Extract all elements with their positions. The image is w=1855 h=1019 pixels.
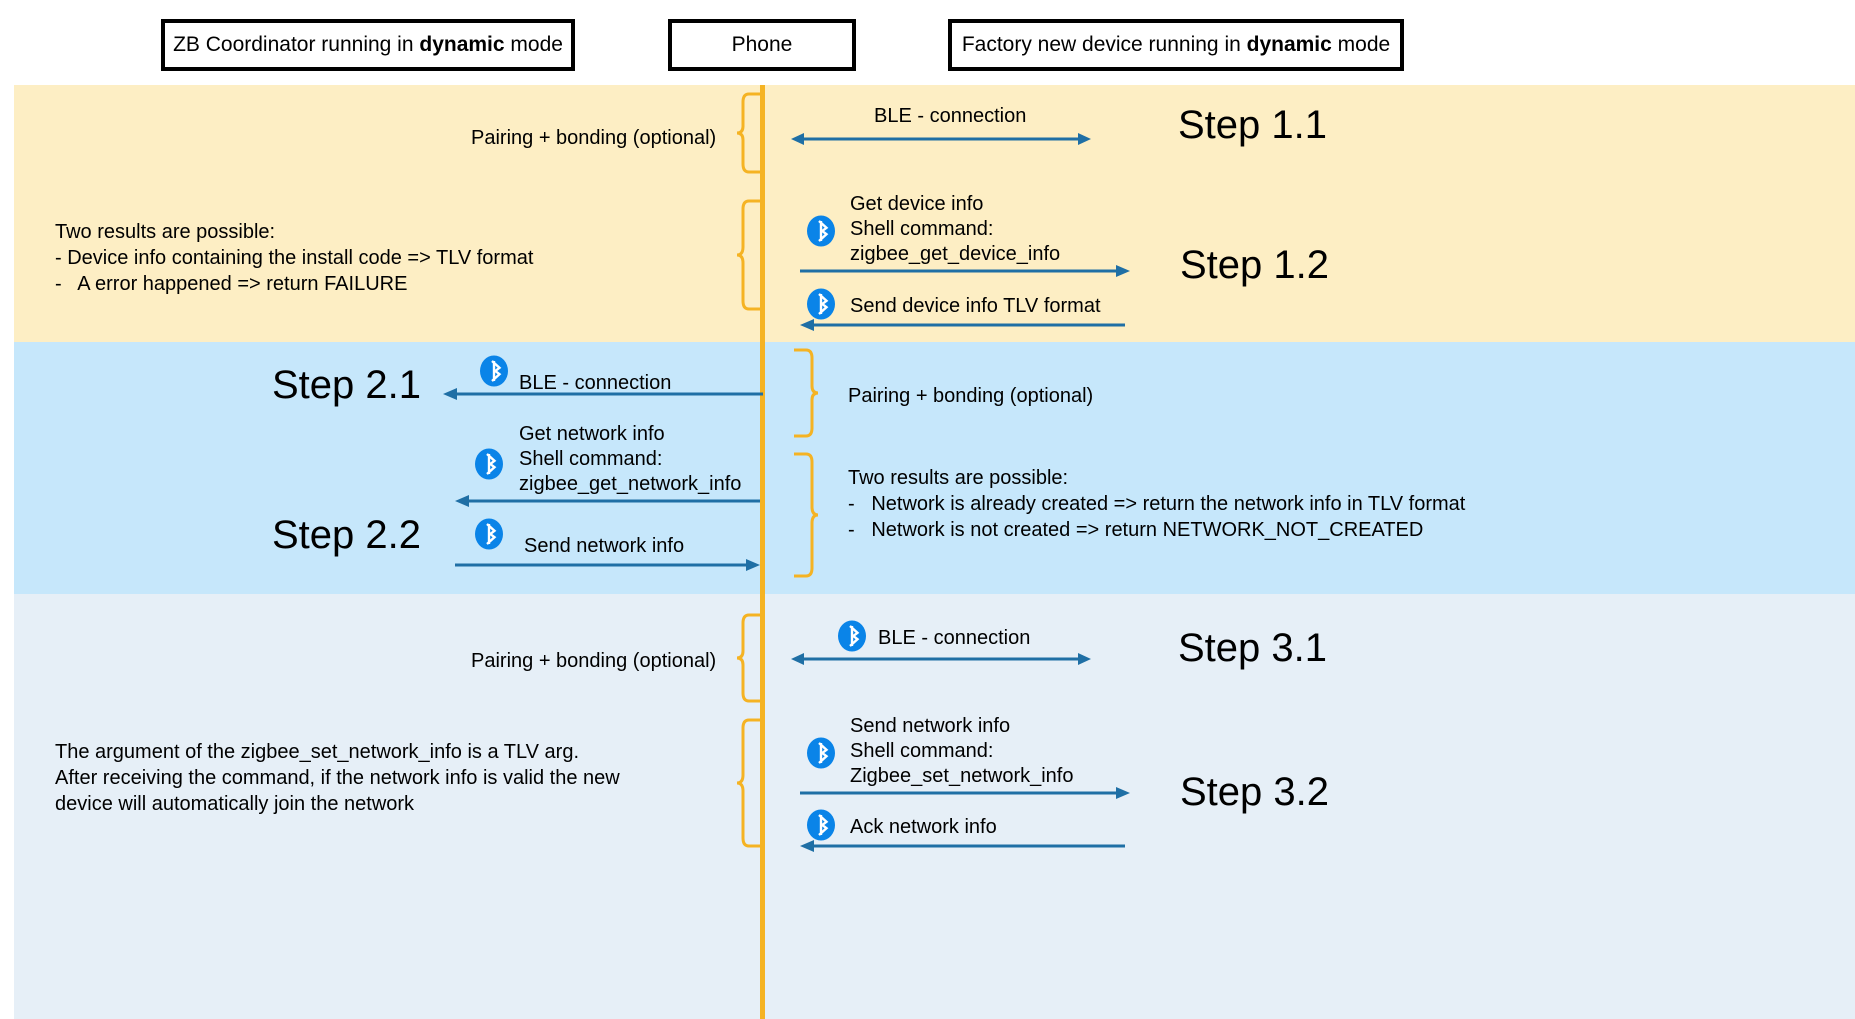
note-step-3-2-line-2: After receiving the command, if the netw…: [55, 767, 620, 789]
message-label-step-2-1: BLE - connection: [519, 372, 672, 394]
note-step-2-2-line-1: Two results are possible:: [848, 467, 1069, 489]
step-label-2-2: Step 2.2: [272, 513, 422, 557]
participant-label-coordinator: ZB Coordinator running in dynamic mode: [173, 33, 563, 57]
note-step-2-2-line-3: - Network is not created => return NETWO…: [848, 519, 1424, 541]
message-label-step-1-2-line-1: Get device info: [850, 193, 984, 215]
message-label-step-2-2-line-3: zigbee_get_network_info: [519, 473, 742, 495]
arrow-ble-connection-2-1: [443, 387, 763, 401]
message-label-step-2-2-reply: Send network info: [524, 535, 685, 557]
message-label-step-3-1: BLE - connection: [878, 627, 1031, 649]
bluetooth-icon: [478, 355, 510, 387]
step-label-2-1: Step 2.1: [272, 363, 422, 407]
message-label-step-2-2-line-1: Get network info: [519, 423, 665, 445]
arrow-send-device-info: [800, 318, 1125, 332]
brace-step-3-1: [735, 613, 763, 703]
note-step-1-2-line-3: - A error happened => return FAILURE: [55, 273, 408, 295]
note-step-1-1: Pairing + bonding (optional): [471, 127, 717, 149]
note-step-1-2-line-1: Two results are possible:: [55, 221, 276, 243]
message-label-step-3-2-reply: Ack network info: [850, 816, 997, 838]
arrow-send-network-info-3-2: [800, 786, 1130, 800]
bluetooth-icon: [805, 288, 837, 320]
message-label-step-3-2-line-1: Send network info: [850, 715, 1011, 737]
message-label-step-3-2-line-3: Zigbee_set_network_info: [850, 765, 1074, 787]
step-label-3-2: Step 3.2: [1180, 770, 1330, 814]
participant-label-phone: Phone: [731, 33, 793, 57]
arrow-ble-connection-1-1: [791, 132, 1091, 146]
step-label-1-2: Step 1.2: [1180, 243, 1330, 287]
participant-zb-coordinator: ZB Coordinator running in dynamic mode: [161, 19, 575, 71]
note-step-3-2-line-3: device will automatically join the netwo…: [55, 793, 415, 815]
bluetooth-icon: [473, 518, 505, 550]
band-step-2: [14, 342, 1855, 594]
participant-label-device: Factory new device running in dynamic mo…: [961, 33, 1391, 57]
arrow-send-network-info: [455, 558, 760, 572]
step-label-3-1: Step 3.1: [1178, 626, 1328, 670]
note-step-1-2-line-2: - Device info containing the install cod…: [55, 247, 534, 269]
participant-phone: Phone: [668, 19, 856, 71]
message-label-step-1-2-line-2: Shell command:: [850, 218, 994, 240]
band-step-3: [14, 594, 1855, 1019]
note-step-2-1: Pairing + bonding (optional): [848, 385, 1094, 407]
message-label-step-1-2-line-3: zigbee_get_device_info: [850, 243, 1061, 265]
bluetooth-icon: [805, 737, 837, 769]
message-label-step-1-1: BLE - connection: [874, 105, 1027, 127]
bluetooth-icon: [473, 448, 505, 480]
message-label-step-2-2-line-2: Shell command:: [519, 448, 663, 470]
note-step-3-2-line-1: The argument of the zigbee_set_network_i…: [55, 741, 580, 763]
brace-step-2-1: [792, 348, 820, 438]
arrow-ble-connection-3-1: [791, 652, 1091, 666]
arrow-get-network-info: [455, 494, 760, 508]
bluetooth-icon: [836, 620, 868, 652]
bluetooth-icon: [805, 809, 837, 841]
arrow-ack-network-info: [800, 839, 1125, 853]
band-step-1: [14, 85, 1855, 342]
arrow-get-device-info: [800, 264, 1130, 278]
brace-step-3-2: [735, 718, 763, 848]
note-step-2-2-line-2: - Network is already created => return t…: [848, 493, 1466, 515]
participant-factory-new-device: Factory new device running in dynamic mo…: [948, 19, 1404, 71]
brace-step-1-1: [735, 92, 763, 174]
brace-step-1-2: [735, 199, 763, 311]
message-label-step-3-2-line-2: Shell command:: [850, 740, 994, 762]
bluetooth-icon: [805, 215, 837, 247]
brace-step-2-2: [792, 452, 820, 578]
phone-lifeline: [760, 85, 765, 1019]
message-label-step-1-2-reply: Send device info TLV format: [850, 295, 1101, 317]
step-label-1-1: Step 1.1: [1178, 103, 1328, 147]
note-step-3-1: Pairing + bonding (optional): [471, 650, 717, 672]
